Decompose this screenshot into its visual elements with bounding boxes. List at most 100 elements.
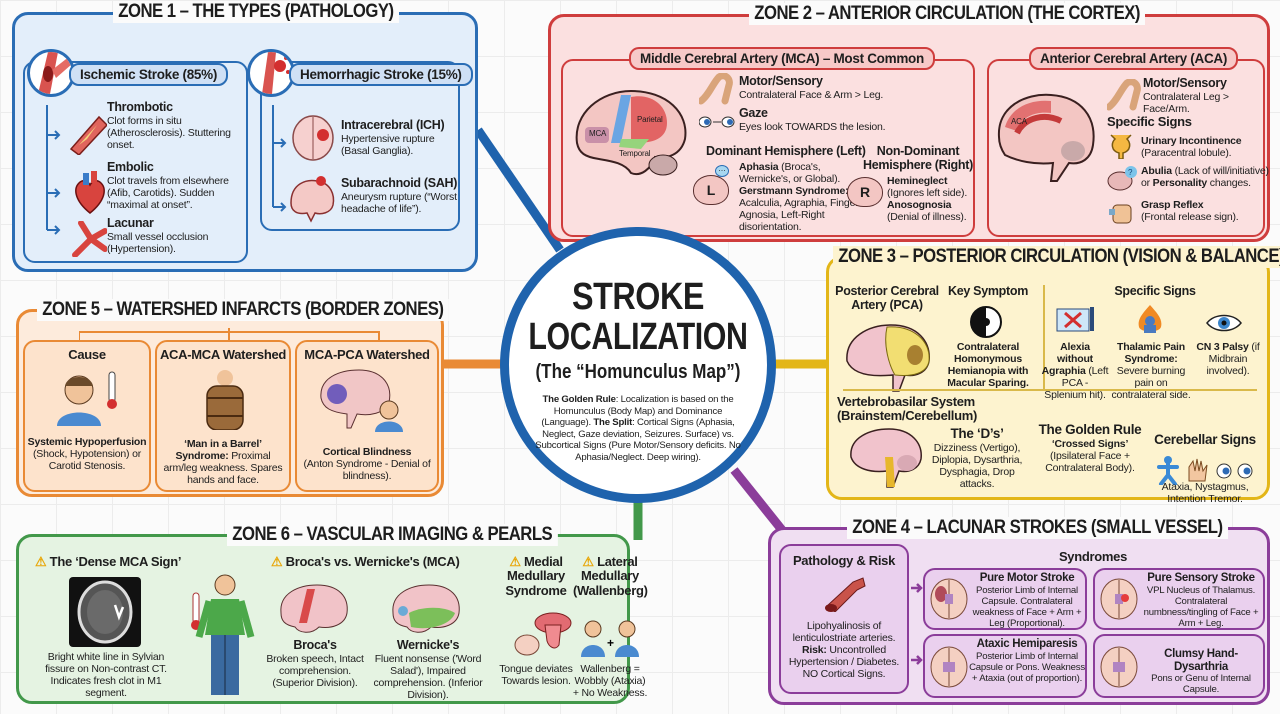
mca-motor-title: Motor/Sensory [739, 74, 823, 88]
hemorrhagic-label: Hemorrhagic Stroke (15%) [289, 63, 473, 86]
warning-icon: ⚠ [582, 554, 594, 569]
nystagmus-eyes-icon [1215, 463, 1255, 484]
mca-motor-text: Contralateral Face & Arm > Leg. [739, 88, 884, 101]
mca-pca-text: (Anton Syndrome - Denial of blindness). [303, 458, 431, 483]
ischemic-vessel-icon [27, 49, 75, 97]
key-symptom-text: Contralateral Homonymous Hemianopia with… [947, 341, 1029, 390]
abulia-text: (Lack of will/initiative) or [1141, 165, 1269, 190]
divider [843, 389, 1257, 391]
abulia-title: Abulia [1141, 165, 1172, 177]
brain-wernicke-icon [389, 583, 463, 642]
golden-rule-text: : Localization is based on the Homunculu… [541, 394, 734, 428]
anosognosia-text: (Denial of illness). [887, 211, 967, 224]
dense-mca-text: Bright white line in Sylvian fissure on … [45, 651, 167, 700]
divider [1043, 285, 1045, 389]
zone-2-anterior-circulation: ZONE 2 – ANTERIOR CIRCULATION (THE CORTE… [548, 3, 1270, 242]
cerebellar-heading: Cerebellar Signs [1154, 432, 1256, 447]
brain-axial-icon [1099, 578, 1139, 625]
crossed-book-icon [1055, 305, 1095, 340]
split-text: : Cortical Signs (Aphasia, Neglect, Gaze… [535, 417, 741, 463]
aca-motor-title: Motor/Sensory [1143, 76, 1227, 90]
brain-sagittal-brainstem-icon [847, 427, 927, 494]
personality-text: changes. [1207, 177, 1251, 190]
golden-rule-heading: The Golden Rule [1038, 422, 1142, 437]
cause-bold: Systemic Hypoperfusion [27, 436, 147, 448]
zone-2-title: ZONE 2 – ANTERIOR CIRCULATION (THE CORTE… [749, 3, 1146, 25]
bent-leg-icon [697, 72, 733, 110]
syndromes-heading: Syndromes [1058, 549, 1128, 564]
ich-text: Hypertensive rupture (Basal Ganglia). [341, 132, 435, 157]
mca-pca-heading: MCA-PCA Watershed [304, 347, 430, 362]
pca-heading: Posterior Cerebral Artery (PCA) [835, 284, 939, 312]
patient-figure-icon [191, 573, 257, 708]
crossed-signs-label: ‘Crossed Signs’ [1051, 437, 1129, 450]
zone-5-watershed: ZONE 5 – WATERSHED INFARCTS (BORDER ZONE… [16, 299, 449, 497]
aca-signs-heading: Specific Signs [1107, 114, 1192, 129]
cn3-text: (if Midbrain involved). [1206, 341, 1260, 378]
hub-description: The Golden Rule: Localization is based o… [533, 394, 743, 463]
zone-6-imaging-pearls: ZONE 6 – VASCULAR IMAGING & PEARLS ⚠ The… [16, 524, 648, 704]
anosognosia-label: Anosognosia [887, 199, 952, 212]
syndrome-title: Clumsy Hand-Dysarthria [1164, 648, 1238, 673]
syndrome-card: Clumsy Hand-Dysarthria Pons or Genu of I… [1093, 634, 1265, 698]
risk-text: Uncontrolled Hypertension / Diabetes. [788, 644, 900, 669]
aca-mca-heading: ACA-MCA Watershed [159, 347, 287, 362]
aca-mca-text: Proximal arm/leg weakness. Spares hands … [163, 450, 283, 487]
ischemic-label: Ischemic Stroke (85%) [69, 63, 229, 86]
lacunar-title: Lacunar [107, 216, 154, 230]
brain-sagittal-icon [287, 173, 337, 228]
arrow-icon [271, 105, 293, 220]
warning-icon: ⚠ [509, 554, 521, 569]
cause-text: (Shock, Hypotension) or Carotid Stenosis… [32, 448, 142, 473]
syndrome-text: Posterior Limb of Internal Capsule. Cont… [972, 584, 1082, 629]
brain-bleed-icon [291, 115, 335, 166]
hub-title-line1: STROKE [571, 276, 705, 318]
right-badge: R [859, 184, 871, 200]
ischemic-group [23, 61, 248, 263]
hemianopia-visual-field-icon [969, 305, 1003, 344]
brain-pca-icon [843, 321, 933, 398]
grasping-fist-icon [1109, 199, 1135, 230]
ct-scan-image [69, 577, 141, 647]
gerstmann-text: Acalculia, Agraphia, Finger Agnosia, Lef… [739, 197, 859, 234]
confused-brain-icon: ? [1107, 165, 1137, 196]
lateral-medullary-text: Wallenberg = Wobbly (Ataxia) + No Weakne… [572, 663, 648, 700]
thrombotic-text: Clot forms in situ (Atherosclerosis). St… [107, 114, 231, 151]
watershed-card-aca-mca: ACA-MCA Watershed ‘Man in a Barrel’ Synd… [155, 340, 291, 492]
sah-text: Aneurysm rupture (“Worst headache of lif… [341, 190, 457, 215]
sah-title: Subarachnoid (SAH) [341, 176, 458, 190]
arrow-icon [911, 580, 925, 675]
eyes-gaze-icon [698, 115, 735, 134]
right-hemisphere-icon: R [847, 177, 883, 207]
mca-label: Middle Cerebral Artery (MCA) – Most Comm… [629, 47, 935, 70]
golden-rule-label: The Golden Rule [542, 394, 616, 405]
mca-gaze-text: Eyes look TOWARDS the lesion. [739, 120, 886, 133]
connector-zone1 [474, 127, 564, 253]
grasp-title: Grasp Reflex [1141, 199, 1204, 211]
aphasia-label: Aphasia [739, 161, 779, 173]
warning-icon: ⚠ [35, 554, 47, 569]
brain-axial-icon [1099, 646, 1139, 693]
ataxic-person-icon [1157, 455, 1179, 490]
aphasia-text: (Broca's, Wernicke's, or Global). [739, 161, 841, 186]
zone-4-lacunar: ZONE 4 – LACUNAR STROKES (SMALL VESSEL) … [768, 517, 1270, 705]
risk-label: Risk: [802, 644, 827, 657]
svg-text:+: + [607, 636, 614, 650]
urinary-text: (Paracentral lobule). [1141, 147, 1232, 160]
brain-label-mca: MCA [589, 129, 607, 138]
embolic-text: Clot travels from elsewhere (Afib, Carot… [107, 174, 229, 211]
zone-1-title: ZONE 1 – THE TYPES (PATHOLOGY) [113, 1, 399, 23]
mca-gaze-title: Gaze [739, 106, 768, 120]
ruptured-vessel-icon [247, 49, 295, 97]
syndrome-title: Pure Sensory Stroke [1147, 572, 1255, 584]
man-in-barrel-icon [203, 368, 247, 435]
syndrome-text: Posterior Limb of Internal Capsule or Po… [969, 650, 1085, 684]
aca-mca-bold: ‘Man in a Barrel’ Syndrome: [175, 438, 262, 463]
zone-3-posterior-circulation: ZONE 3 – POSTERIOR CIRCULATION (VISION &… [826, 246, 1280, 505]
pathology-heading: Pathology & Risk [792, 553, 896, 568]
grasp-text: (Frontal release sign). [1141, 211, 1239, 224]
speech-bubble-icon: … [715, 165, 729, 177]
cause-heading: Cause [68, 347, 106, 362]
heart-icon [73, 171, 107, 220]
zone-6-title: ZONE 6 – VASCULAR IMAGING & PEARLS [227, 524, 558, 546]
